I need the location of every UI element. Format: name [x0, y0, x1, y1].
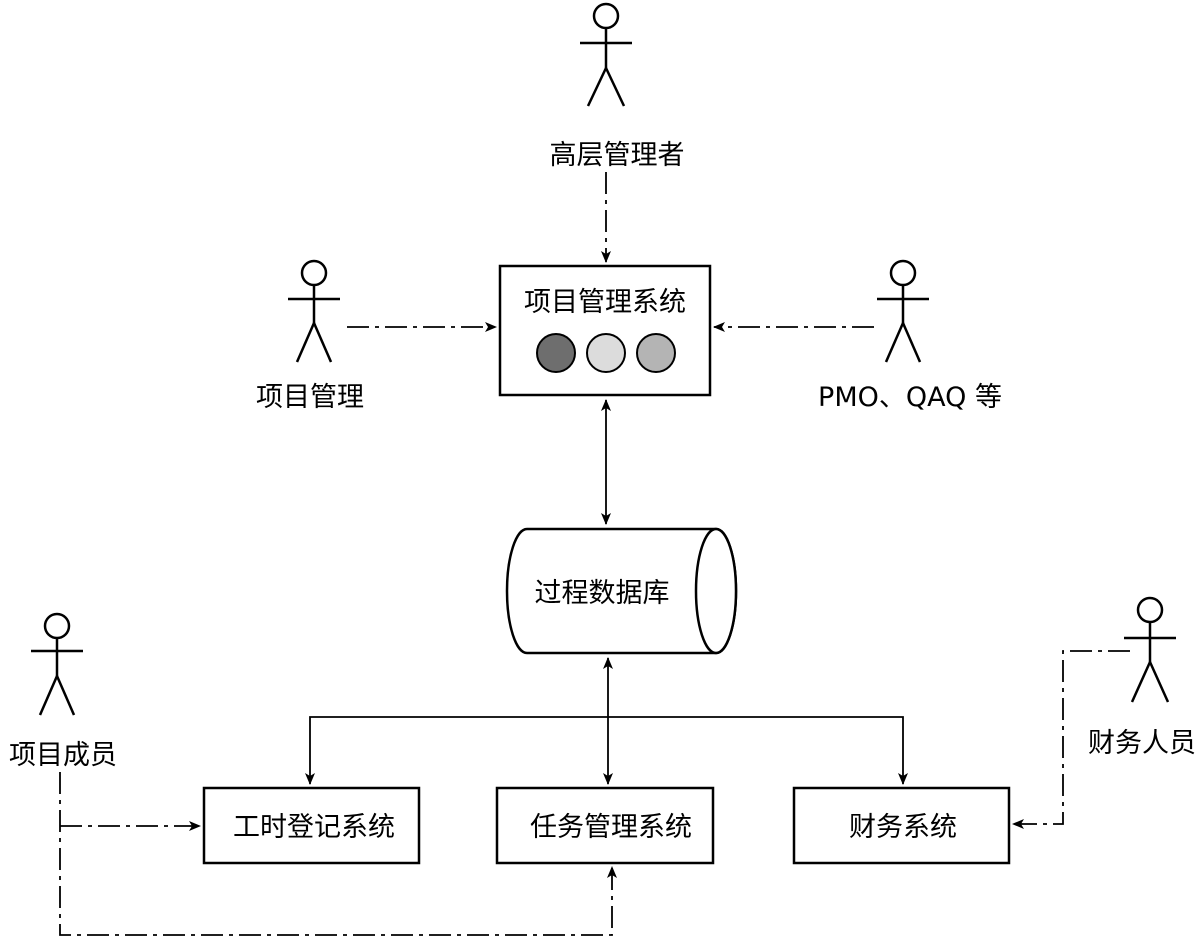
connector-finance-staff-to-system: [1012, 650, 1130, 829]
actor-senior-management-label: 高层管理者: [550, 140, 685, 171]
project-management-system-box: [498, 264, 712, 397]
actor-project-management-icon: [288, 259, 340, 363]
timesheet-system-box: [202, 786, 421, 865]
actor-flow-connectors: [59, 172, 1130, 936]
connector-db-finance: [608, 716, 908, 785]
task-management-system-label: 任务管理系统: [530, 812, 692, 843]
timesheet-system-label: 工时登记系统: [233, 812, 395, 843]
process-database-label: 过程数据库: [535, 578, 670, 609]
actor-finance-staff-icon: [1124, 596, 1176, 703]
indicator-dark: [536, 333, 576, 373]
project-management-system-label: 项目管理系统: [524, 287, 686, 318]
connector-db-timesheet: [305, 716, 608, 785]
process-database-cylinder: [505, 527, 738, 655]
actor-project-member-icon: [31, 612, 83, 716]
task-management-system-box: [495, 786, 715, 865]
indicator-light: [586, 333, 626, 373]
actor-senior-management-icon: [580, 2, 632, 107]
indicator-mid: [636, 333, 676, 373]
finance-system-label: 财务系统: [849, 812, 957, 843]
actor-project-management-label: 项目管理: [256, 382, 364, 413]
finance-system-box: [792, 786, 1011, 865]
data-flow-connectors: [305, 399, 908, 785]
actor-pmo-qa-label: PMO、QAQ 等: [818, 382, 1002, 413]
actor-finance-staff-label: 财务人员: [1088, 728, 1196, 759]
actor-pmo-qa-icon: [877, 259, 929, 363]
actor-project-member-label: 项目成员: [9, 740, 117, 771]
connector-member-trunk: [59, 772, 617, 936]
